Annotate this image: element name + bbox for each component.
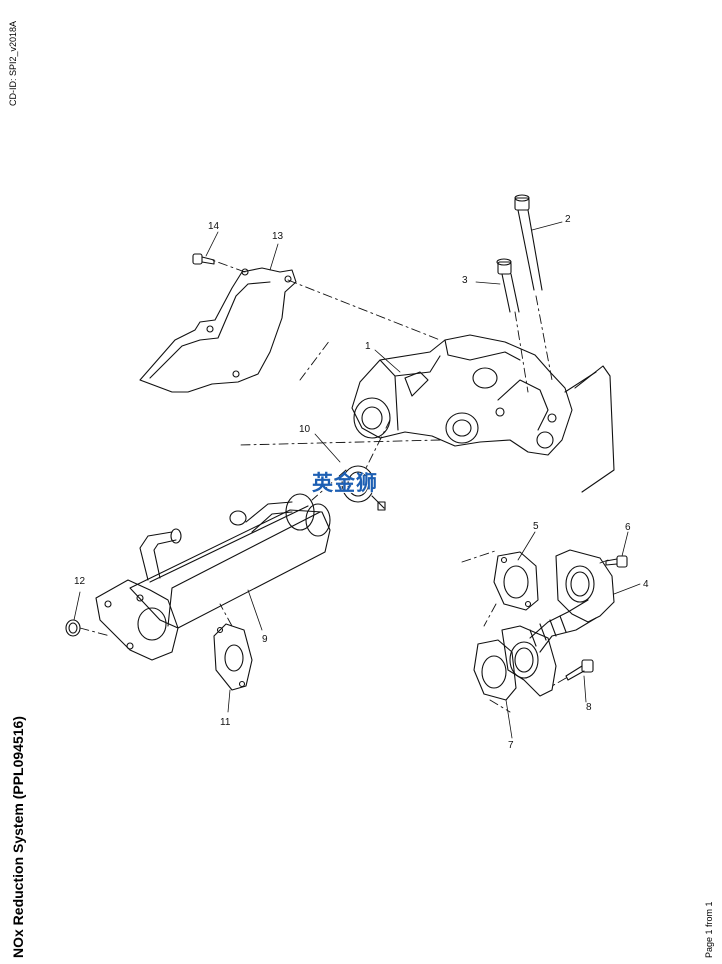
callout-13: 13	[272, 231, 284, 242]
callout-8: 8	[586, 702, 592, 713]
gasket-11-part	[213, 623, 253, 691]
flange-7-part	[473, 625, 557, 701]
gasket-5-part	[493, 551, 539, 611]
mounting-plane-lines	[564, 365, 615, 493]
bolt-6-part	[605, 555, 628, 568]
callout-3: 3	[462, 275, 468, 286]
short-bolt-3-part	[496, 258, 520, 313]
heat-shield-part	[139, 267, 297, 393]
bolt-8-part	[565, 659, 594, 681]
watermark-logo: 英金狮	[312, 471, 378, 495]
egr-cooler-part	[95, 493, 331, 661]
callout-1: 1	[365, 341, 371, 352]
alignment-lines	[79, 259, 609, 713]
egr-valve-part	[351, 334, 573, 456]
nut-12-part	[65, 619, 81, 637]
callout-5: 5	[533, 521, 539, 532]
leader-lines	[73, 221, 641, 739]
bolt-14-part	[192, 253, 215, 265]
callout-2: 2	[565, 214, 571, 225]
callout-9: 9	[262, 634, 268, 645]
callout-14: 14	[208, 221, 220, 232]
callout-6: 6	[625, 522, 631, 533]
callout-11: 11	[220, 717, 231, 728]
gasket-10-part	[341, 465, 386, 511]
callout-10: 10	[299, 424, 311, 435]
long-bolt-2-part	[514, 194, 543, 291]
egr-pipe-part	[529, 549, 615, 653]
callout-4: 4	[643, 579, 649, 590]
callout-7: 7	[508, 740, 514, 751]
callout-12: 12	[74, 576, 86, 587]
